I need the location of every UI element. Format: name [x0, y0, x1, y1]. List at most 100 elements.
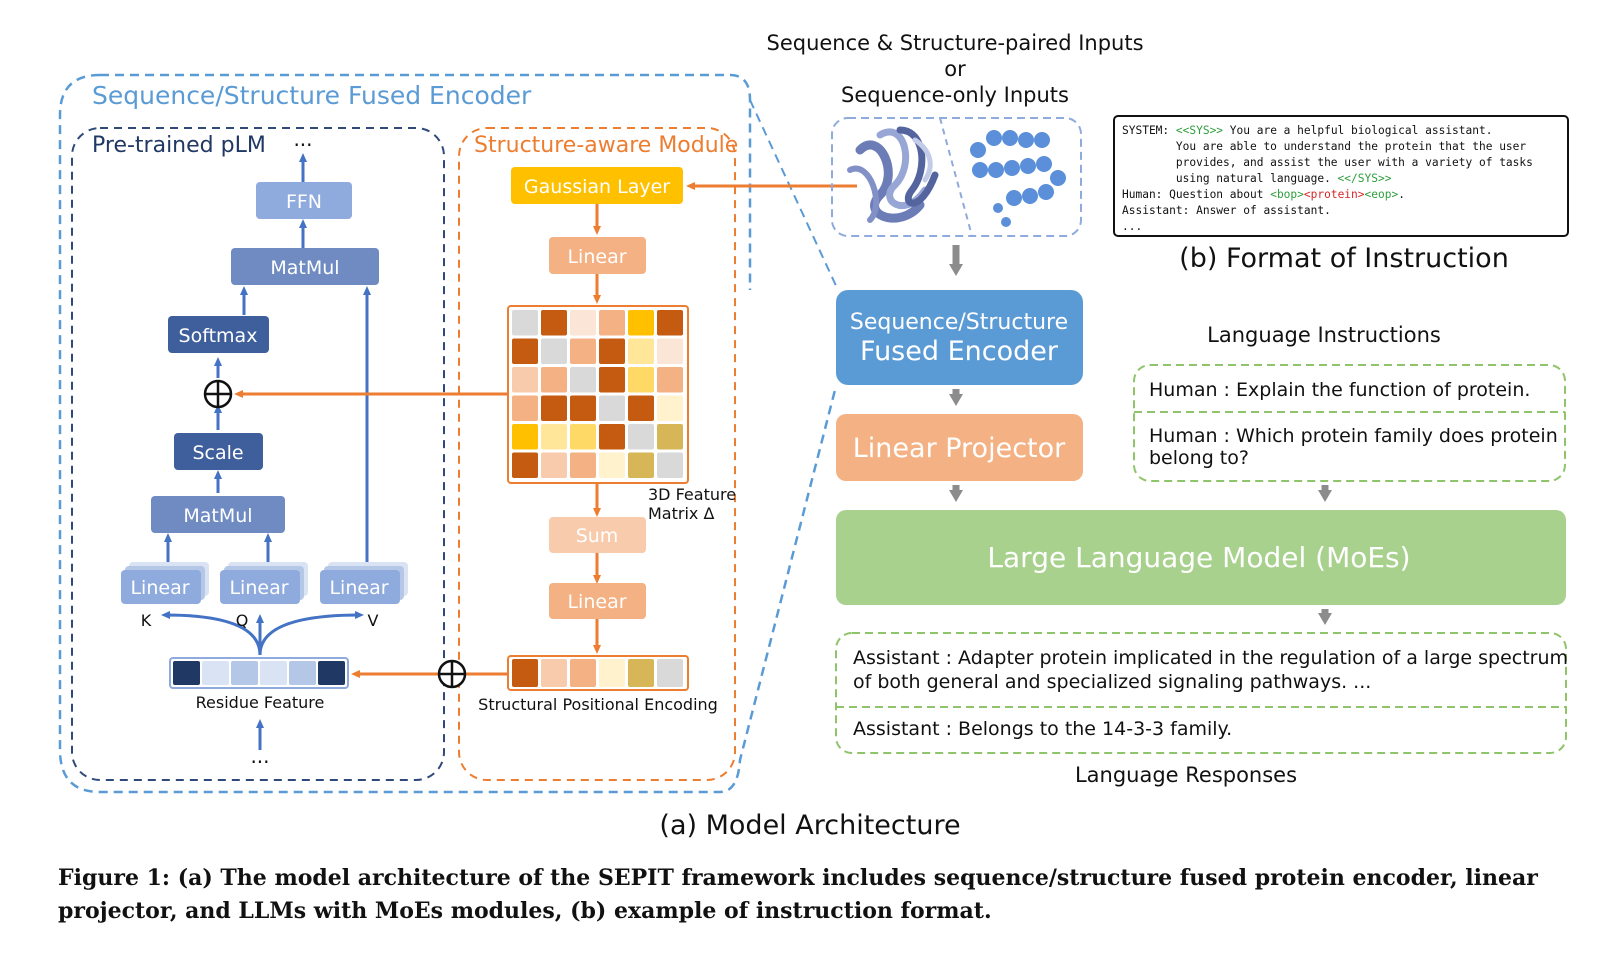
- residue-cell: [318, 661, 345, 685]
- matrix-cell: [628, 452, 654, 478]
- sequence-bead: [1020, 158, 1036, 174]
- residue-feature-frame: [169, 657, 349, 689]
- instruction-item-2-line1: Human : Which protein family does protei…: [1149, 425, 1558, 447]
- matrix-cell: [599, 310, 625, 336]
- matrix-cell: [628, 367, 654, 393]
- matrix-cell: [570, 424, 596, 450]
- matrix-cell: [541, 424, 567, 450]
- matrix-cell: [541, 338, 567, 364]
- matmul-top-label: MatMul: [270, 257, 339, 279]
- matrix-cell: [657, 367, 683, 393]
- response-item-2: Assistant : Belongs to the 14-3-3 family…: [853, 718, 1232, 740]
- encoder-zoom-line-top: [749, 99, 839, 291]
- spe-label: Structural Positional Encoding: [478, 695, 718, 714]
- residue-feature-cells: [173, 661, 345, 685]
- sequence-bead: [1018, 132, 1034, 148]
- matmul-bottom-block: [151, 496, 285, 533]
- matrix-cell: [657, 395, 683, 421]
- matrix-cell: [657, 452, 683, 478]
- residue-cell: [173, 661, 200, 685]
- structure-linear1-label: Linear: [567, 246, 626, 268]
- llm-label: Large Language Model (MoEs): [987, 541, 1410, 574]
- residue-feature-label: Residue Feature: [196, 693, 325, 712]
- matrix-cell: [512, 338, 538, 364]
- structure-linear1-block: [549, 237, 646, 274]
- matrix-cell: [570, 395, 596, 421]
- plm-bottom-dots: ...: [250, 744, 269, 768]
- linear-projector-label: Linear Projector: [853, 433, 1066, 464]
- matrix-cell: [599, 424, 625, 450]
- matrix-cell: [628, 424, 654, 450]
- matrix-cell: [541, 395, 567, 421]
- instruction-format-line: using natural language. <</SYS>>: [1122, 172, 1392, 185]
- residue-cell: [260, 661, 287, 685]
- plm-frame: [71, 127, 445, 781]
- encoder-frame: [58, 73, 837, 794]
- feature-matrix-cells: [512, 310, 683, 478]
- sequence-bead: [1002, 130, 1018, 146]
- instruction-format-caption: (b) Format of Instruction: [1179, 243, 1509, 274]
- spe-cell: [657, 659, 683, 687]
- inputs-title-line3: Sequence-only Inputs: [841, 83, 1069, 107]
- feature-matrix-label-line2: Matrix Δ: [648, 504, 714, 523]
- response-item-1-line1: Assistant : Adapter protein implicated i…: [853, 647, 1568, 669]
- fused-encoder-line1: Sequence/Structure: [850, 310, 1068, 335]
- sequence-bead: [1006, 190, 1022, 206]
- sequence-bead: [1004, 160, 1020, 176]
- label-v: V: [368, 611, 379, 630]
- sub-caption-a: (a) Model Architecture: [659, 810, 960, 841]
- plm-title: Pre-trained pLM: [92, 133, 266, 158]
- language-responses-frame: [835, 632, 1567, 754]
- spe-cells: [512, 659, 683, 687]
- sequence-bead: [988, 162, 1004, 178]
- instruction-format-line: ...: [1122, 220, 1142, 233]
- matrix-cell: [599, 452, 625, 478]
- plm-top-dots: ...: [293, 127, 312, 151]
- linear-v-stack: [320, 562, 408, 604]
- matrix-cell: [657, 310, 683, 336]
- residue-cell: [289, 661, 316, 685]
- sequence-beads-icon: [970, 130, 1066, 227]
- instruction-format-line: provides, and assist the user with a var…: [1122, 156, 1533, 169]
- label-k: K: [141, 611, 152, 630]
- fused-encoder-block: [836, 290, 1083, 385]
- language-instructions-title: Language Instructions: [1207, 323, 1441, 347]
- encoder-title: Sequence/Structure Fused Encoder: [92, 81, 532, 110]
- sequence-bead: [1036, 156, 1052, 172]
- llm-block: [836, 510, 1566, 605]
- inputs-divider: [939, 117, 973, 237]
- structure-module-title: Structure-aware Module: [474, 133, 738, 158]
- instruction-item-2-line2: belong to?: [1149, 447, 1249, 469]
- ffn-block: [256, 182, 352, 219]
- matrix-cell: [570, 367, 596, 393]
- instruction-format-line: Assistant: Answer of assistant.: [1122, 204, 1331, 217]
- gaussian-layer-label: Gaussian Layer: [524, 176, 670, 198]
- sequence-bead: [1038, 184, 1054, 200]
- scale-block: [174, 433, 263, 470]
- spe-cell: [599, 659, 625, 687]
- softmax-label: Softmax: [179, 325, 258, 347]
- inputs-frame: [831, 117, 1082, 237]
- sequence-bead: [993, 203, 1003, 213]
- sequence-bead: [972, 162, 988, 178]
- matrix-cell: [570, 310, 596, 336]
- instruction-format-box: [1113, 115, 1569, 237]
- scale-label: Scale: [192, 442, 243, 464]
- inputs-title-line1: Sequence & Structure-paired Inputs: [766, 31, 1143, 55]
- language-instructions-frame: [1133, 364, 1566, 482]
- sequence-bead: [986, 130, 1002, 146]
- softmax-block: [168, 316, 269, 353]
- instruction-format-line: You are able to understand the protein t…: [1122, 140, 1526, 153]
- matrix-cell: [541, 367, 567, 393]
- protein-structure-icon: [847, 126, 939, 223]
- architecture-diagram: Sequence/Structure Fused Encoder Pre-tra…: [58, 31, 1569, 841]
- matrix-cell: [657, 338, 683, 364]
- sequence-bead: [1022, 188, 1038, 204]
- feature-matrix-label-line1: 3D Feature: [648, 485, 736, 504]
- matrix-cell: [570, 452, 596, 478]
- spe-cell: [512, 659, 538, 687]
- matrix-cell: [541, 452, 567, 478]
- inputs-title-line2: or: [944, 57, 966, 81]
- matrix-cell: [599, 338, 625, 364]
- matrix-cell: [512, 395, 538, 421]
